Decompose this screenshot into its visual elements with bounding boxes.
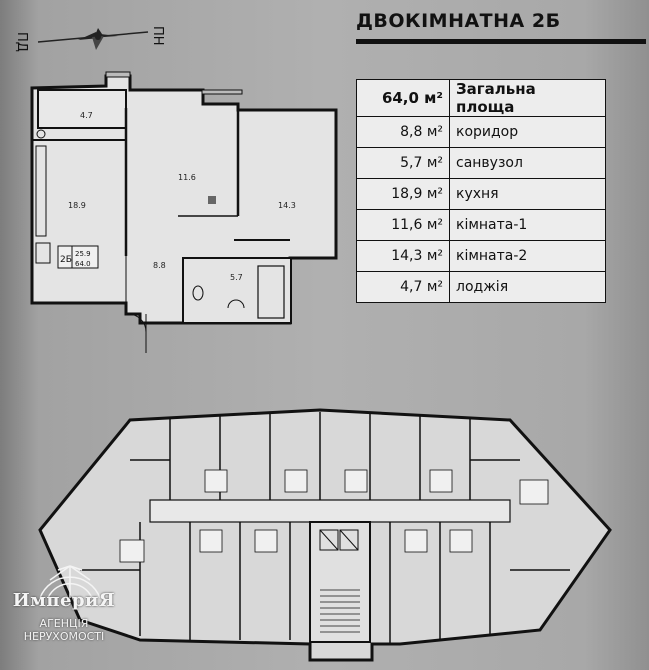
area-label: коридор [449, 116, 606, 148]
area-label: кухня [449, 178, 606, 210]
area-value: 4,7 м² [356, 271, 450, 303]
agency-subtitle-1: АГЕНЦІЯ [39, 617, 89, 630]
agency-name: ИмпериЯ [12, 590, 116, 611]
table-row: 8,8 м² коридор [356, 116, 606, 148]
area-label: лоджія [449, 271, 606, 303]
area-label: Загальна площа [449, 79, 606, 117]
area-value: 64,0 м² [356, 79, 450, 117]
table-row: 64,0 м² Загальна площа [356, 79, 606, 117]
title-underline [356, 39, 646, 44]
table-row: 18,9 м² кухня [356, 178, 606, 210]
area-value: 18,9 м² [356, 178, 450, 210]
label-bath: 5.7 [230, 273, 243, 282]
area-label: кімната-2 [449, 240, 606, 272]
area-value: 14,3 м² [356, 240, 450, 272]
compass-label-right: ПН [150, 26, 165, 46]
area-label: кімната-1 [449, 209, 606, 241]
label-hall: 8.8 [153, 261, 166, 270]
badge-total: 64.0 [75, 260, 91, 268]
apartment-floor-plan: 2Б 25.9 64.0 4.7 18.9 11.6 14.3 8.8 5.7 [30, 71, 338, 353]
table-row: 5,7 м² санвузол [356, 147, 606, 179]
label-loggia: 4.7 [80, 111, 93, 120]
compass-label-left: ПД [14, 32, 29, 52]
area-table: 64,0 м² Загальна площа 8,8 м² коридор 5,… [356, 79, 606, 303]
agency-logo-arch [39, 565, 101, 599]
table-row: 11,6 м² кімната-1 [356, 209, 606, 241]
badge-type: 2Б [60, 255, 72, 265]
area-label: санвузол [449, 147, 606, 179]
page-title: ДВОКІМНАТНА 2Б [356, 10, 561, 32]
badge-living: 25.9 [75, 250, 91, 258]
area-value: 5,7 м² [356, 147, 450, 179]
agency-logo: ИмпериЯ АГЕНЦІЯ НЕРУХОМОСТІ [4, 590, 124, 643]
label-room2: 14.3 [278, 201, 296, 210]
area-value: 11,6 м² [356, 209, 450, 241]
table-row: 4,7 м² лоджія [356, 271, 606, 303]
agency-subtitle-2: НЕРУХОМОСТІ [23, 630, 105, 643]
label-room1: 11.6 [178, 173, 196, 182]
label-kitchen: 18.9 [68, 201, 86, 210]
compass-rose: ПД ПН [14, 26, 165, 52]
area-value: 8,8 м² [356, 116, 450, 148]
table-row: 14,3 м² кімната-2 [356, 240, 606, 272]
building-floor-plan [38, 408, 612, 662]
